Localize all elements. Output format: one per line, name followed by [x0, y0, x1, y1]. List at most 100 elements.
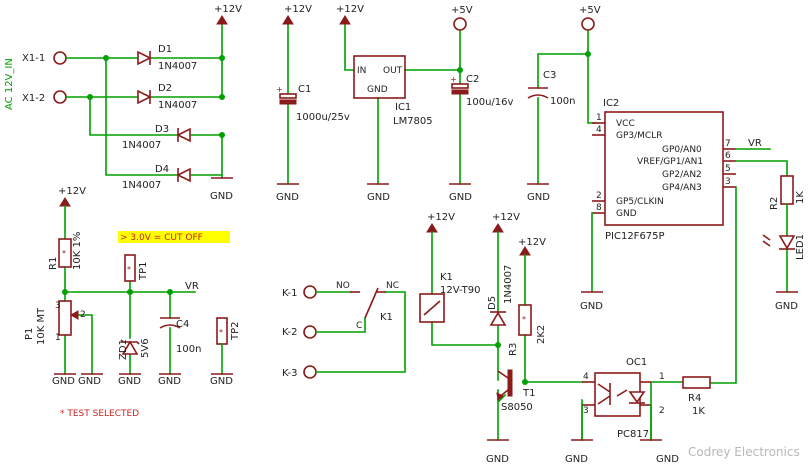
ic2-pin-gp4: GP4/AN3 [662, 183, 702, 193]
tp2-gnd-label: GND [210, 376, 233, 387]
tp1-label: TP1 [138, 261, 149, 281]
resistor-r3 [518, 304, 532, 336]
bridge-gnd-label: GND [210, 191, 233, 202]
led1-gnd-label: GND [775, 301, 798, 312]
regulator-ic1: +12V IN OUT GND IC1 LM7805 GND [336, 4, 461, 203]
x1-2-label: X1-2 [22, 93, 45, 104]
mcu-ic2: IC2 PIC12F675P VCC GP3/MCLR GP5/CLKIN GN… [580, 98, 788, 384]
c2-label: C2 [466, 74, 479, 85]
oc1-part: PC817 [617, 429, 649, 440]
relay-label: K1 [440, 272, 453, 283]
capacitor-c1: +12V + C1 1000u/25v GND [276, 4, 350, 203]
c1-label: C1 [298, 84, 311, 95]
c2-5v-terminal [453, 17, 467, 31]
driver-stage: +12V +12V +12V K1 12V-T90 D5 1N4007 * R3… [419, 212, 711, 465]
c1-12v-label: +12V [284, 4, 312, 15]
p1-pin3: 3 [55, 301, 61, 311]
relay-contacts: K-1 K-2 K-3 NO NC C K1 [282, 281, 406, 379]
k-3-label: K-3 [282, 368, 297, 379]
ic1-part: LM7805 [393, 116, 433, 127]
ic2-num-3: 3 [725, 177, 731, 187]
vr-net-label: VR [185, 281, 199, 292]
relay-part: 12V-T90 [440, 285, 481, 296]
diode-d4: D4 1N4007 [122, 164, 191, 191]
d2-part: 1N4007 [158, 100, 197, 111]
r4-value: 1K [692, 406, 705, 417]
c3-label: C3 [543, 70, 556, 81]
ic2-5v-label: +5V [579, 5, 601, 16]
oc1-pin3: 3 [583, 406, 589, 416]
r2-value: 1K [795, 191, 806, 204]
ic2-num-4: 4 [596, 125, 602, 135]
ac-input-label: AC 12V_IN [4, 58, 15, 110]
ic2-num-8: 8 [596, 203, 602, 213]
r3-12v-label: +12V [518, 237, 546, 248]
relay-c-label: C [356, 321, 362, 331]
transistor-t1 [507, 369, 513, 397]
diode-d2: D2 1N4007 [137, 83, 197, 111]
d4-label: D4 [155, 164, 169, 175]
relay-coil [419, 293, 445, 323]
t1-label: T1 [522, 388, 535, 399]
ic2-num-1: 1 [596, 113, 602, 123]
ic1-pin-in: IN [357, 66, 366, 76]
d5-part: 1N4007 [503, 265, 514, 304]
test-selected-note: * TEST SELECTED [60, 409, 139, 419]
ic1-12v-label: +12V [336, 4, 364, 15]
r2-label: R2 [769, 197, 780, 210]
r1-star: * [62, 249, 66, 258]
d1-label: D1 [158, 44, 172, 55]
testpoint-tp1 [124, 254, 136, 282]
ic2-vr-label: VR [748, 138, 762, 149]
tp1-star: * [127, 265, 131, 274]
ic1-pin-gnd: GND [367, 85, 388, 95]
zd1-label: ZD1 [118, 339, 129, 360]
c2-5v-label: +5V [451, 5, 473, 16]
k-3-terminal [303, 365, 317, 379]
k-2-label: K-2 [282, 327, 297, 338]
ic2-pin-gp3: GP3/MCLR [616, 131, 662, 141]
p1-gnd2-label: GND [78, 376, 101, 387]
relay-nc-label: NC [386, 281, 399, 291]
led1-label: LED1 [795, 234, 806, 260]
ic2-num-5: 5 [725, 164, 731, 174]
ic2-5v-terminal [581, 17, 595, 31]
x1-1-label: X1-1 [22, 53, 45, 64]
d5-label: D5 [487, 296, 498, 310]
ic2-num-2: 2 [596, 191, 602, 201]
d3-label: D3 [155, 124, 169, 135]
oc1-gnd-left-label: GND [565, 454, 588, 465]
p1-pin1: 1 [55, 333, 61, 343]
r3-label: R3 [508, 343, 519, 356]
ic2-part: PIC12F675P [605, 231, 665, 242]
k-1-terminal [303, 285, 317, 299]
ic2-gnd-label: GND [580, 301, 603, 312]
ic2-pin-gp1: VREF/GP1/AN1 [637, 157, 703, 167]
r3-value: 2K2 [536, 325, 547, 344]
c4-label: C4 [176, 319, 189, 330]
cutoff-note-bg [118, 231, 230, 243]
tp2-star: * [219, 328, 223, 337]
led-led1: LED1 GND [762, 234, 806, 312]
t1-gnd-label: GND [486, 454, 509, 465]
zener-zd1 [121, 340, 139, 355]
zd1-gnd-label: GND [118, 376, 141, 387]
ic2-label: IC2 [603, 98, 619, 109]
coil-12v-label: +12V [427, 212, 455, 223]
t1-part: S8050 [501, 402, 533, 413]
ic1-label: IC1 [395, 102, 411, 113]
d5-12v-label: +12V [492, 212, 520, 223]
ic2-pin-vcc: VCC [616, 119, 635, 129]
sensing-network: +12V VR * R1 10K 1% 3 2 1 P1 10K MT GND … [24, 186, 241, 419]
bridge-12v-label: +12V [214, 4, 242, 15]
c4-gnd-label: GND [158, 376, 181, 387]
zd1-value: 5V6 [140, 338, 151, 358]
x1-1-terminal [53, 51, 67, 65]
oc1-pin2: 2 [659, 406, 665, 416]
r1-12v-label: +12V [58, 186, 86, 197]
k-2-terminal [303, 325, 317, 339]
pot-p1 [58, 300, 72, 336]
p1-value: 10K MT [36, 307, 47, 345]
p1-pin2: 2 [80, 310, 86, 320]
tp2-label: TP2 [230, 321, 241, 341]
